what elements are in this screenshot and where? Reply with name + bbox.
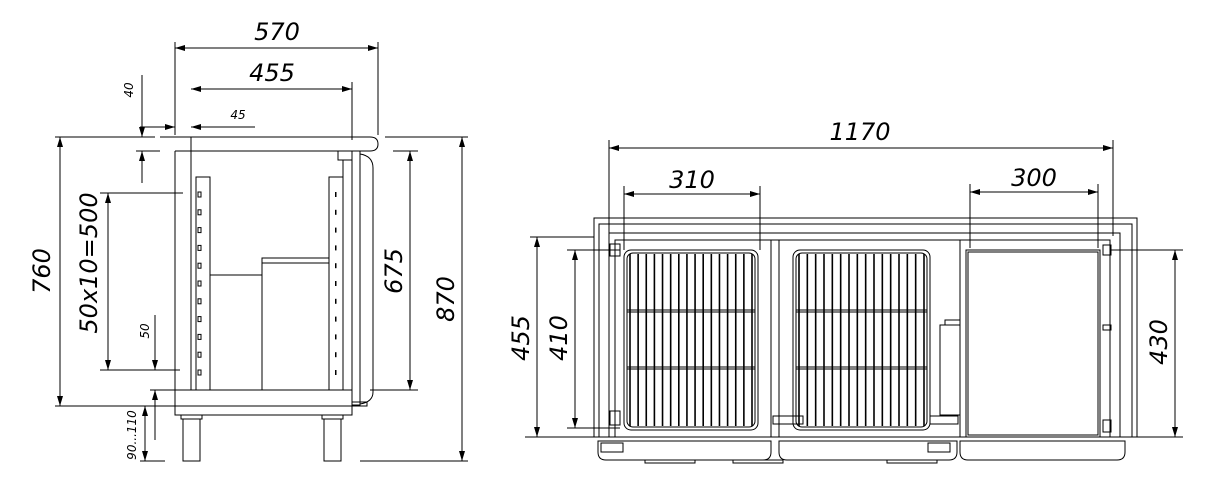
base-middle [778, 440, 958, 461]
dim-675-label: 675 [380, 248, 408, 294]
rail-right [328, 176, 344, 391]
rail-hole [335, 316, 337, 322]
rail-hole [335, 192, 337, 197]
wire-grid-door [792, 249, 931, 431]
rail-hole [335, 334, 337, 340]
rail-hole [197, 316, 202, 323]
dim-50-label: 50 [138, 323, 152, 339]
rail-hole [197, 191, 202, 198]
rail-hole [335, 370, 337, 375]
rail-hole [197, 262, 202, 269]
base-left [597, 440, 772, 461]
rail-hole [335, 227, 337, 233]
dim-455-front-label: 455 [507, 315, 535, 361]
rail-hole [335, 263, 337, 269]
rail-hole [197, 351, 202, 358]
rail-hole [197, 333, 202, 340]
plate [600, 442, 624, 453]
dim-40-label: 40 [122, 82, 136, 98]
dim-760-label: 760 [28, 248, 56, 294]
dim-870-label: 870 [432, 276, 460, 322]
rail-hole [335, 209, 337, 215]
rail-hole [197, 209, 202, 216]
door [351, 150, 361, 406]
rail-hole [197, 298, 202, 305]
rail-hole [335, 298, 337, 304]
dim-leg-label: 90...110 [125, 410, 139, 460]
worktop [160, 136, 379, 152]
front-view: 1170 310 300 455 410 430 [507, 118, 1183, 464]
rail-left [195, 176, 211, 391]
rail-hole [197, 244, 202, 251]
dim-310-label: 310 [669, 166, 715, 194]
dim-570-label: 570 [254, 18, 300, 46]
rail-hole [197, 369, 202, 376]
leg [323, 418, 342, 462]
door-gasket [359, 153, 374, 405]
side-view: 570 455 45 40 760 50x10=500 50 90...110 … [28, 18, 468, 462]
dim-1170-label: 1170 [829, 118, 890, 146]
rail-hole [335, 352, 337, 358]
dim-455-label: 455 [249, 59, 295, 87]
base-right [959, 440, 1126, 461]
leg [182, 418, 201, 462]
rail-hole [335, 281, 337, 286]
outer-frame [593, 217, 1138, 437]
dim-410-label: 410 [545, 315, 573, 361]
dim-500-label: 50x10=500 [75, 192, 103, 333]
shelf [261, 257, 330, 264]
rail-hole [335, 245, 337, 251]
dim-430-label: 430 [1145, 319, 1173, 365]
plate [927, 442, 951, 453]
wire-grid-door [623, 249, 759, 431]
base-frame [174, 405, 353, 416]
dim-300-label: 300 [1011, 164, 1057, 192]
rail-hole [197, 227, 202, 234]
rail-hole [197, 280, 202, 287]
solid-door [965, 249, 1101, 438]
dim-45-label: 45 [230, 108, 245, 122]
